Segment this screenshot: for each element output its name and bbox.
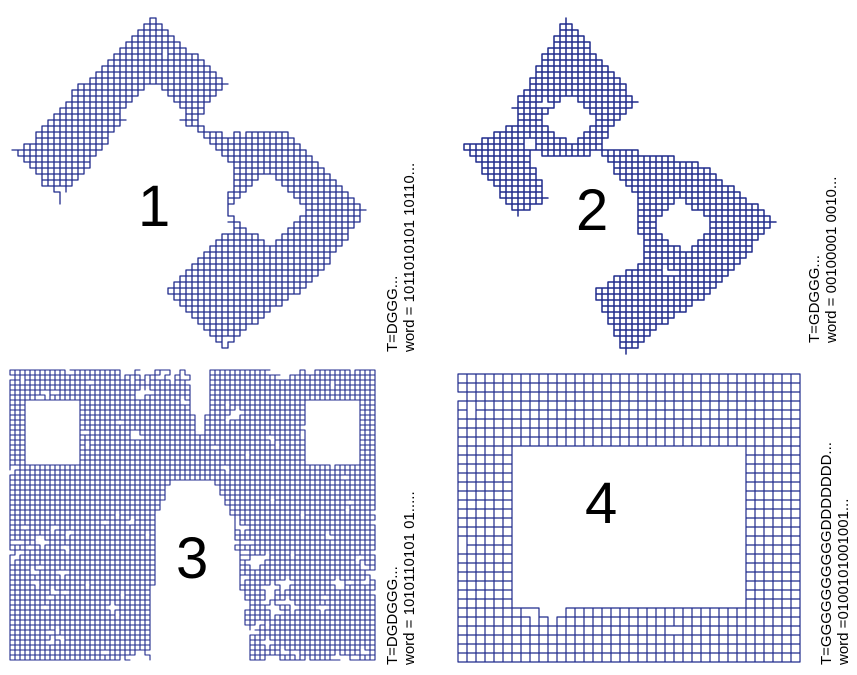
panel-2-word: word = 00100001 0010... — [823, 177, 840, 343]
fractal-curve-4 — [440, 365, 815, 670]
panel-1-caption: T=DGGG... word = 1011010101 10110... — [384, 163, 418, 352]
fractal-segments — [10, 370, 375, 660]
panel-3-word: word = 1010110101 01..... — [401, 491, 418, 665]
fractal-curve-2 — [440, 0, 805, 365]
panel-3-caption: T=DGDGGG... word = 1010110101 01..... — [384, 491, 418, 665]
panel-1-word: word = 1011010101 10110... — [401, 163, 418, 352]
panel-1-t-sequence: T=DGGG... — [384, 163, 401, 352]
panel-3: 3 — [0, 365, 390, 670]
panel-4: 4 — [440, 365, 815, 670]
panel-2-number: 2 — [576, 182, 608, 240]
panel-2: 2 — [440, 0, 805, 365]
panel-4-word: word =0100101001001... — [835, 442, 852, 665]
fractal-segments — [464, 18, 776, 354]
fractal-curve-1 — [0, 0, 385, 355]
fractal-segments — [12, 18, 366, 348]
panel-2-caption: T=GDGGG... word = 00100001 0010... — [806, 177, 840, 343]
panel-2-t-sequence: T=GDGGG... — [806, 177, 823, 343]
panel-3-t-sequence: T=DGDGGG... — [384, 491, 401, 665]
fractal-curve-3 — [0, 365, 390, 670]
panel-4-caption: T=GGGGGGGGGGDDDDDDD... word =01001010010… — [818, 442, 852, 665]
fractal-segments — [458, 374, 800, 662]
panel-3-number: 3 — [176, 530, 208, 588]
panel-4-number: 4 — [585, 475, 617, 533]
panel-1-number: 1 — [138, 178, 170, 236]
panel-1: 1 — [0, 0, 385, 355]
panel-4-t-sequence: T=GGGGGGGGGGDDDDDDD... — [818, 442, 835, 665]
